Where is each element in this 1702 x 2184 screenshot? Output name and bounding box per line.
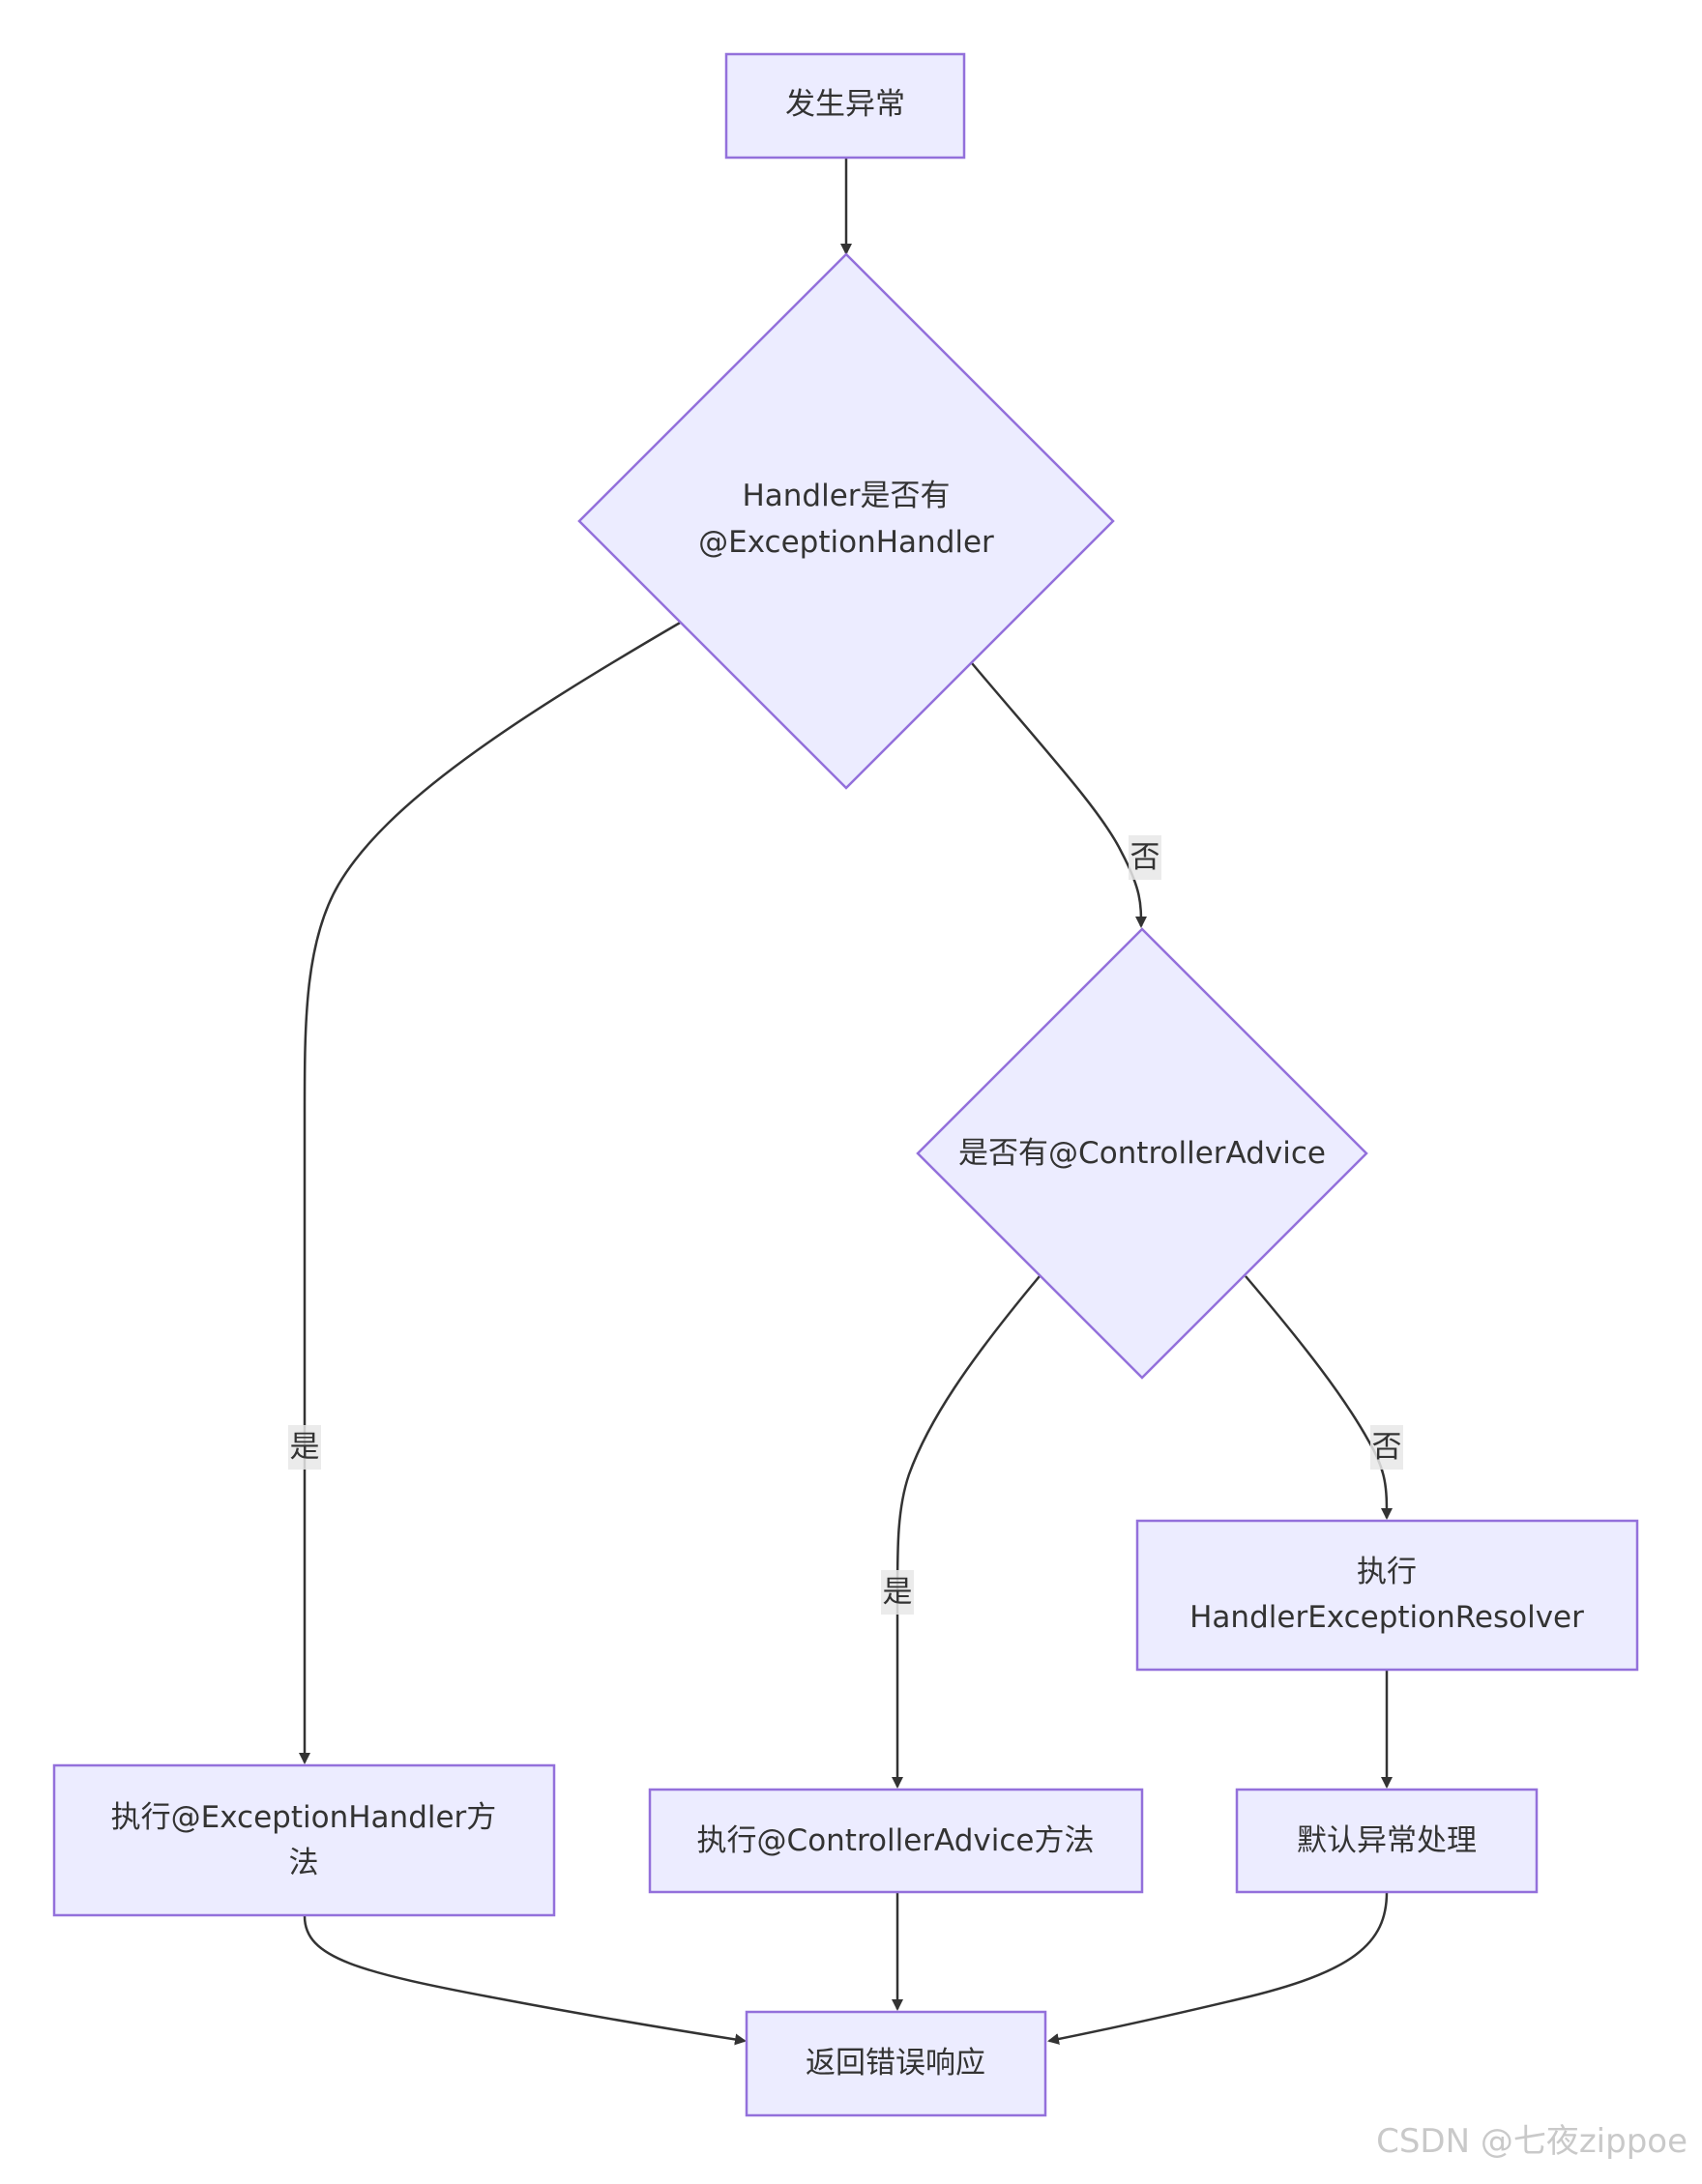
node-return-error-label: 返回错误响应 — [806, 2046, 985, 2081]
edge-default-handling-to-return-error — [1047, 1891, 1389, 2045]
node-exec-exception-handler-label-line1: 执行@ExceptionHandler方 — [111, 1800, 497, 1835]
node-exec-resolver: 执行 HandlerExceptionResolver — [1135, 1519, 1639, 1672]
node-exec-exception-handler-label-line2: 法 — [289, 1846, 319, 1880]
edge-exec-exception-handler-to-return-error — [303, 1915, 747, 2046]
edge-label-yes-left: 是 — [288, 1425, 321, 1470]
node-default-handling-label: 默认异常处理 — [1297, 1823, 1477, 1858]
edge-label-no-right: 否 — [1370, 1425, 1403, 1470]
node-exec-exception-handler: 执行@ExceptionHandler方 法 — [52, 1763, 556, 1917]
watermark-text: CSDN @七夜zippoe — [1376, 2122, 1687, 2161]
node-check-advice-label: 是否有@ControllerAdvice — [958, 1136, 1326, 1171]
node-default-handling: 默认异常处理 — [1235, 1788, 1539, 1894]
edge-label-no-top: 否 — [1129, 835, 1161, 880]
node-exec-advice: 执行@ControllerAdvice方法 — [648, 1788, 1144, 1894]
node-exec-resolver-label-line1: 执行 — [1357, 1555, 1417, 1589]
edge-label-text: 否 — [1130, 840, 1160, 875]
edges — [299, 159, 1393, 2046]
node-start-label: 发生异常 — [785, 87, 905, 122]
edge-check-handler-to-exec-exception-handler — [299, 620, 683, 1764]
edge-check-advice-to-exec-advice — [892, 1275, 1041, 1789]
edge-labels: 是 否 是 否 — [288, 835, 1403, 1615]
nodes: 发生异常 Handler是否有 @ExceptionHandler 是否有@Co… — [52, 52, 1639, 2117]
edge-check-advice-to-exec-resolver — [1245, 1275, 1393, 1520]
node-check-handler-label-line1: Handler是否有 — [742, 479, 950, 513]
node-check-handler: Handler是否有 @ExceptionHandler — [577, 252, 1115, 790]
node-return-error: 返回错误响应 — [745, 2010, 1047, 2117]
node-exec-advice-label: 执行@ControllerAdvice方法 — [697, 1823, 1095, 1858]
edge-label-text: 是 — [883, 1575, 913, 1610]
node-check-advice: 是否有@ControllerAdvice — [916, 927, 1368, 1380]
edge-label-text: 是 — [290, 1430, 320, 1465]
node-start: 发生异常 — [724, 52, 966, 160]
edge-label-text: 否 — [1372, 1430, 1402, 1465]
edge-check-handler-to-check-advice — [971, 662, 1147, 928]
node-check-handler-label-line2: @ExceptionHandler — [698, 525, 994, 560]
edge-label-yes-middle: 是 — [881, 1570, 914, 1615]
node-exec-resolver-label-line2: HandlerExceptionResolver — [1189, 1600, 1584, 1635]
